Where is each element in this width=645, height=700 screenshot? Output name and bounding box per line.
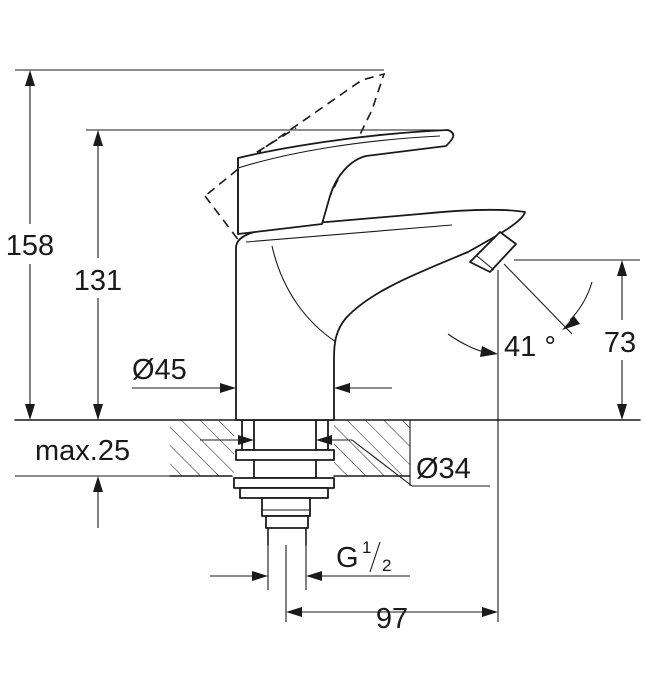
dimension-angle-41-value: 41 (504, 331, 536, 363)
dimension-73: 73 (514, 259, 644, 420)
dimension-thread-num: 1 (362, 538, 371, 557)
dimension-158-label: 158 (6, 230, 54, 262)
dimension-73-label: 73 (604, 327, 636, 359)
dimension-angle-41-label: 41 ° (504, 331, 556, 363)
dimension-d45: Ø45 (132, 354, 392, 393)
dimension-d34-label: Ø34 (416, 453, 471, 485)
dimension-thread: G 1 2 (210, 538, 410, 590)
dimension-max25: max.25 (15, 404, 170, 528)
dimension-thread-den: 2 (382, 556, 391, 575)
dimension-131-label: 131 (74, 265, 122, 297)
dimension-131: 131 (66, 129, 448, 420)
dimension-158: 158 (0, 69, 384, 420)
dimension-angle-41-unit: ° (544, 331, 556, 363)
faucet-body (235, 129, 526, 421)
dimension-97: 97 (285, 270, 499, 635)
dimension-97-label: 97 (376, 603, 408, 635)
dimension-thread-prefix: G (336, 542, 359, 574)
dimension-d34: Ø34 (200, 435, 490, 487)
dimension-d45-label: Ø45 (132, 354, 187, 386)
countertop-section (14, 419, 641, 486)
dimension-max25-label: max.25 (35, 435, 130, 467)
dimension-angle-41: 41 ° (447, 263, 593, 363)
